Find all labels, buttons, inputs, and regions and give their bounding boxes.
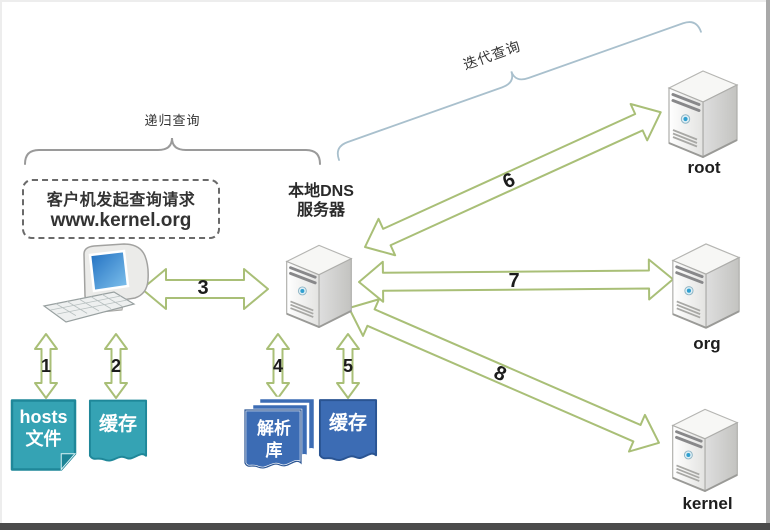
arrow-number-1: 1	[40, 356, 51, 376]
resolve-library-label-line2: 库	[265, 441, 283, 460]
hosts-file-label-line2: 文件	[25, 429, 62, 449]
local-dns-label-line2: 服务器	[296, 202, 345, 219]
client-request-text: 客户机发起查询请求	[46, 192, 196, 209]
arrow-number-8: 8	[490, 361, 510, 387]
keyboard-keys	[50, 294, 128, 316]
arrow-number-4: 4	[272, 356, 283, 376]
client-cache-label: 缓存	[98, 414, 137, 435]
hosts-file-label: hosts 文件	[10, 406, 77, 450]
monitor-screen	[88, 249, 130, 293]
org-server-label: org	[693, 334, 721, 353]
frame-edge-right	[766, 0, 770, 530]
resolve-library-label: 解析 库	[243, 418, 305, 462]
recursive-query-label: 递归查询	[144, 113, 201, 128]
org-server-icon	[667, 229, 745, 331]
recursive-query-bracket	[24, 137, 321, 165]
local-dns-label: 本地DNS 服务器	[280, 182, 362, 220]
kernel-server-label: kernel	[682, 494, 733, 513]
frame-edge-bottom	[0, 523, 770, 530]
dns-cache-label: 缓存	[328, 413, 367, 434]
local-dns-label-line1: 本地DNS	[288, 183, 354, 200]
client-computer-icon	[42, 243, 149, 323]
hosts-file-label-line1: hosts	[19, 407, 68, 427]
arrow-number-2: 2	[110, 356, 121, 376]
arrow-number-5: 5	[342, 356, 353, 376]
hosts-file-document-icon	[10, 399, 77, 471]
iterative-query-bracket	[336, 21, 702, 161]
arrow-number-3: 3	[197, 277, 209, 299]
local-dns-server-icon	[281, 233, 357, 328]
frame-edge-left	[0, 0, 2, 530]
page-fold	[60, 453, 77, 471]
page-stack	[243, 396, 317, 470]
kernel-server-icon	[667, 395, 743, 494]
keyboard	[42, 291, 136, 323]
resolve-library-document-icon	[243, 396, 317, 470]
arrow-number-6: 6	[499, 168, 519, 194]
iterative-query-label: 迭代查询	[461, 37, 523, 73]
client-request-box: 客户机发起查询请求 www.kernel.org	[22, 179, 220, 239]
arrow-number-7: 7	[508, 270, 520, 292]
root-server-icon	[663, 57, 743, 159]
resolve-library-label-line1: 解析	[257, 419, 291, 438]
root-server-label: root	[687, 158, 721, 177]
frame-edge-top	[0, 0, 770, 2]
client-request-domain: www.kernel.org	[50, 210, 192, 231]
